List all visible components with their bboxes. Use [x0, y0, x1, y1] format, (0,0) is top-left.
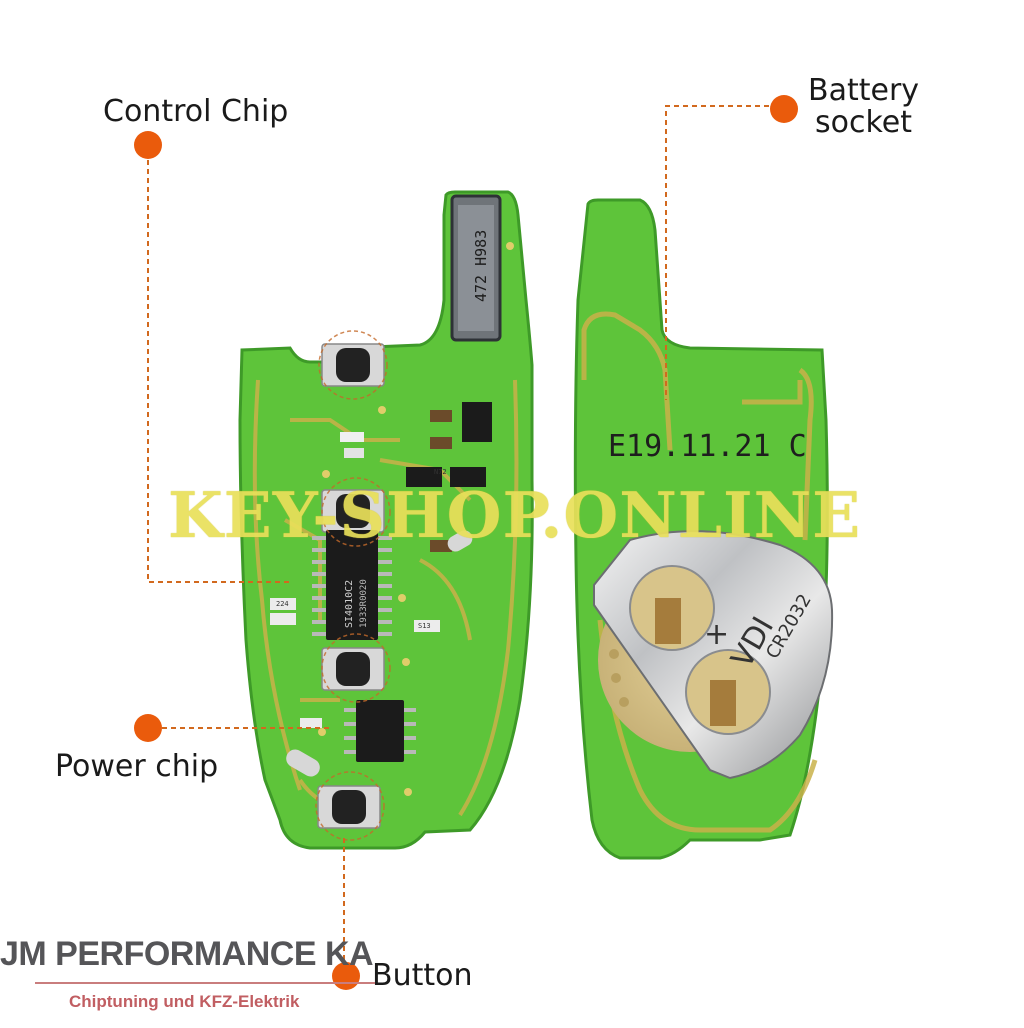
battery-socket-label-line2: socket	[815, 105, 913, 140]
tact-button-3	[321, 647, 385, 691]
pcb-back: E19.11.21 C VDI CR2032 +	[573, 198, 834, 860]
watermark-text: KEY-SHOP.ONLINE	[168, 478, 862, 552]
button-marker	[332, 962, 360, 990]
power-chip	[344, 700, 416, 762]
connector-text: 472 H983	[472, 230, 490, 302]
button-label: Button	[372, 958, 473, 993]
control-chip-label: Control Chip	[103, 94, 289, 129]
battery-socket: VDI CR2032 +	[593, 530, 834, 780]
brand-name: JM PERFORMANCE KA	[0, 935, 374, 973]
date-code: E19.11.21 C	[608, 429, 807, 464]
tact-button-1	[321, 343, 385, 387]
smd-label-3: S13	[418, 622, 431, 630]
battery-socket-marker	[770, 95, 798, 123]
battery-plus: +	[704, 617, 729, 652]
callout-lines	[147, 105, 778, 965]
battery-socket-label-line1: Battery	[808, 73, 920, 108]
brand-divider	[35, 982, 375, 984]
control-chip-marker	[134, 131, 162, 159]
power-chip-label: Power chip	[55, 749, 219, 784]
vias	[318, 242, 514, 796]
control-chip-text-1: SI4010C2	[344, 580, 355, 628]
smd-label-1: 224	[276, 600, 289, 608]
small-ic	[462, 402, 492, 442]
power-chip-marker	[134, 714, 162, 742]
smd-components	[270, 410, 486, 777]
control-chip: SI4010C2 1933R0020	[312, 530, 392, 640]
smd-label-2: N72	[434, 468, 447, 476]
brand-tagline: Chiptuning und KFZ-Elektrik	[69, 992, 300, 1011]
pcb-front: 472 H983 SI4010C2 1933R0020	[238, 190, 534, 850]
control-chip-text-2: 1933R0020	[359, 579, 369, 628]
battery-socket-label: Battery socket	[808, 75, 919, 139]
tact-button-4	[317, 785, 381, 829]
